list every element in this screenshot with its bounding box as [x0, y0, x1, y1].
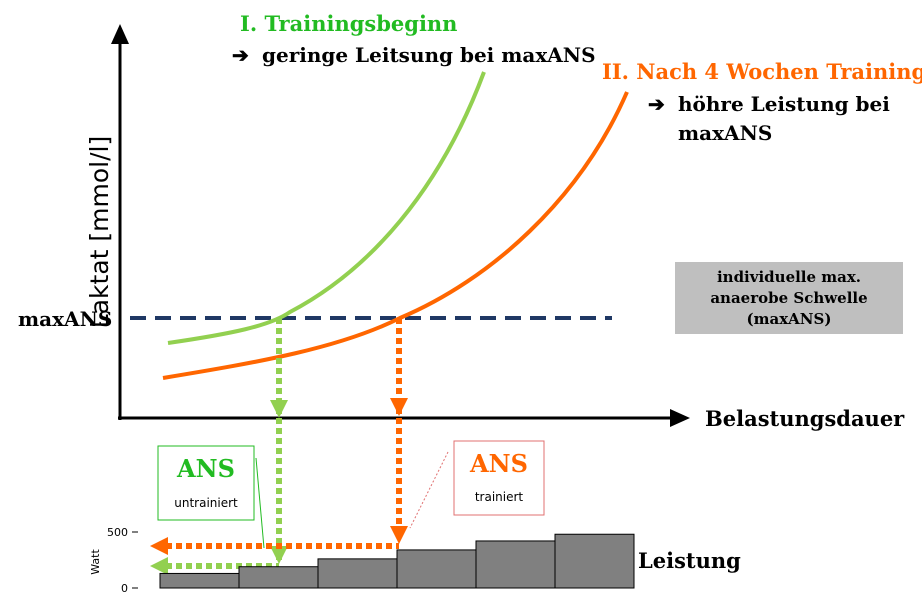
phase2-line2: maxANS — [678, 121, 772, 145]
untrained-drop-arrowhead-bottom — [270, 546, 288, 564]
power-bar-1 — [159, 572, 240, 589]
ans-trained-pointer — [409, 451, 449, 529]
phase2-line1: höhre Leistung bei — [678, 92, 890, 116]
x-axis-arrowhead — [670, 409, 690, 427]
phase2-arrow: ➔ — [648, 92, 665, 116]
power-bar-6 — [554, 533, 635, 589]
maxans-label: maxANS — [18, 307, 112, 331]
power-bar-3 — [317, 558, 398, 589]
power-label: Leistung — [638, 548, 741, 573]
untrained-drop-arrowhead — [270, 400, 288, 418]
threshold-box-line2: anaerobe Schwelle — [710, 289, 867, 307]
power-bar-4 — [396, 549, 477, 589]
power-bar-2 — [238, 566, 319, 589]
trained-level-arrowhead — [150, 537, 168, 555]
ans-untrained-sub: untrainiert — [174, 496, 238, 510]
y-axis-arrowhead — [111, 24, 129, 44]
ans-trained-box — [453, 440, 545, 516]
phase2-title: II. Nach 4 Wochen Training — [602, 59, 922, 84]
trained-drop-arrowhead — [390, 398, 408, 416]
power-bars — [159, 533, 635, 589]
ans-untrained-box — [157, 445, 255, 521]
trained-drop-arrowhead-bottom — [390, 526, 408, 544]
untrained-level-arrowhead — [150, 557, 168, 575]
power-bar-5 — [475, 540, 556, 589]
y-axis-label: Laktat [mmol/l] — [85, 136, 114, 328]
threshold-box-line1: individuelle max. — [717, 268, 861, 286]
curve-trained — [162, 91, 629, 380]
threshold-box-line3: (maxANS) — [747, 310, 832, 328]
watt-tick-top-label: 500 — [107, 526, 128, 539]
ans-untrained-pointer — [255, 457, 265, 549]
ans-untrained-title: ANS — [176, 454, 235, 483]
watt-unit-label: Watt — [89, 549, 102, 575]
x-axis-label: Belastungsdauer — [705, 406, 905, 431]
threshold-info-box — [675, 262, 903, 334]
phase1-text: geringe Leitsung bei maxANS — [262, 43, 596, 67]
phase1-arrow: ➔ — [232, 43, 249, 67]
phase1-title: I. Trainingsbeginn — [240, 11, 457, 36]
watt-tick-bottom-label: 0 — [121, 582, 128, 595]
curve-untrained — [167, 71, 486, 345]
ans-trained-sub: trainiert — [475, 490, 524, 504]
ans-trained-title: ANS — [469, 449, 528, 478]
